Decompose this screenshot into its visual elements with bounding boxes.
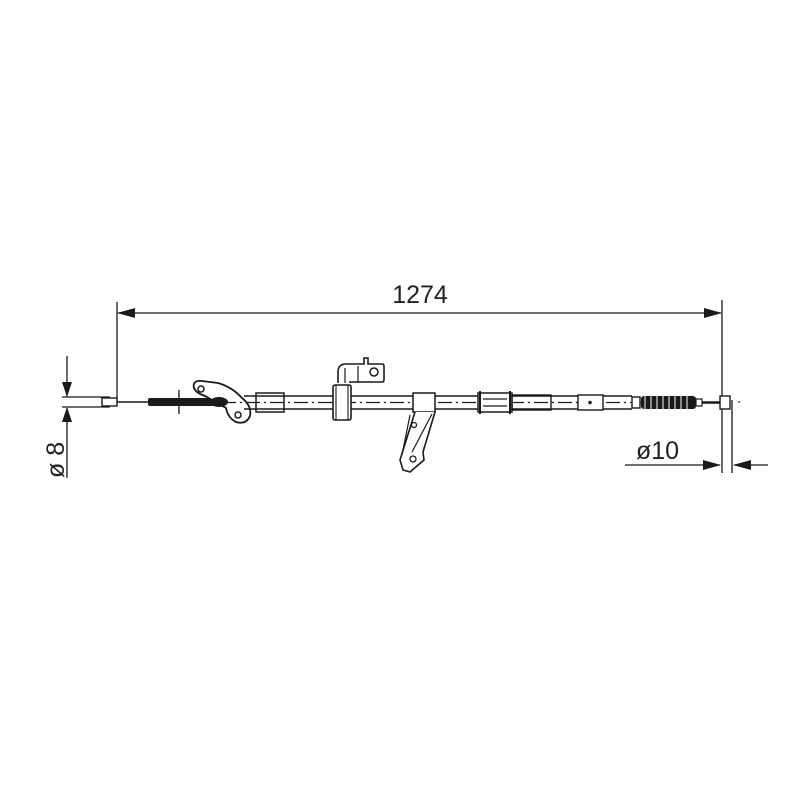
left-pivot-bracket bbox=[192, 379, 252, 424]
arrow-down-icon bbox=[62, 382, 72, 397]
grommet bbox=[477, 391, 513, 414]
left-diameter-label: ø 8 bbox=[42, 442, 70, 478]
right-diameter-label: ø10 bbox=[636, 437, 679, 465]
upper-mounting-bracket bbox=[332, 357, 385, 421]
arrow-up-icon bbox=[62, 407, 72, 422]
arrow-left-icon bbox=[117, 308, 135, 318]
right-spring-boot bbox=[631, 396, 703, 409]
sheath-sleeve bbox=[255, 392, 285, 413]
arrow-right-icon bbox=[703, 460, 721, 470]
arrow-right-icon bbox=[704, 308, 722, 318]
right-diameter-dimension: ø10 bbox=[625, 400, 768, 473]
left-diameter-dimension: ø 8 bbox=[42, 356, 110, 478]
arrow-left-icon bbox=[733, 460, 751, 470]
right-end-fitting bbox=[719, 395, 731, 410]
cable-body bbox=[101, 357, 740, 473]
overall-length-dimension: 1274 bbox=[116, 281, 723, 473]
lower-mounting-bracket bbox=[399, 392, 436, 473]
overall-length-label: 1274 bbox=[392, 281, 448, 309]
left-end-fitting bbox=[101, 397, 118, 407]
